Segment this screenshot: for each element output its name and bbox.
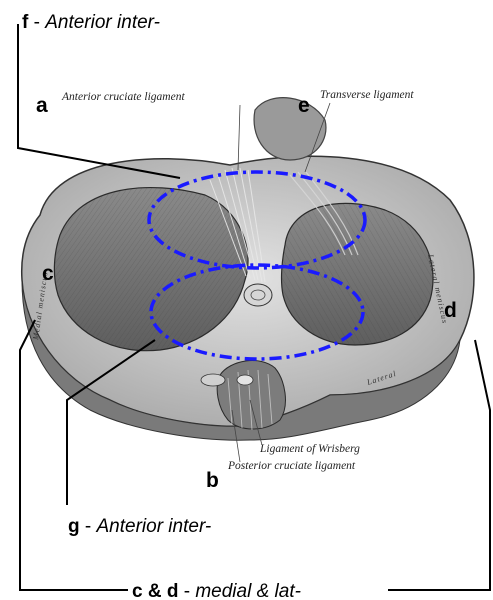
engraving-anterior-cruciate: Anterior cruciate ligament (61, 91, 185, 103)
engraving-leader-acl (238, 105, 240, 170)
label-b: b (206, 469, 219, 492)
wrisberg-attachment-right (237, 375, 253, 385)
label-c: c (42, 262, 54, 285)
caption-g-sep: - (80, 516, 97, 537)
engraving-posterior-cruciate: Posterior cruciate ligament (227, 460, 356, 472)
caption-f: f - Anterior inter- (22, 12, 160, 33)
tibia-engraving: Anterior cruciate ligament Transverse li… (22, 89, 474, 472)
caption-f-text: Anterior inter- (44, 12, 160, 33)
caption-f-sep: - (28, 12, 45, 33)
label-e: e (298, 94, 310, 117)
caption-g-key: g (68, 516, 80, 537)
label-d: d (444, 299, 457, 322)
engraving-wrisberg: Ligament of Wrisberg (259, 443, 360, 455)
tibial-tuberosity-bump (254, 98, 326, 160)
caption-cd-text: medial & lat- (195, 581, 301, 600)
label-a: a (36, 94, 48, 117)
caption-g-text: Anterior inter- (96, 516, 212, 537)
caption-cd: c & d - medial & lat- (132, 581, 301, 600)
wrisberg-attachment-left (201, 374, 225, 386)
caption-cd-sep: - (178, 581, 195, 600)
caption-cd-key: c & d (132, 581, 178, 600)
caption-g: g - Anterior inter- (68, 516, 211, 537)
engraving-transverse: Transverse ligament (320, 89, 414, 101)
intercondylar-eminence (244, 284, 272, 306)
